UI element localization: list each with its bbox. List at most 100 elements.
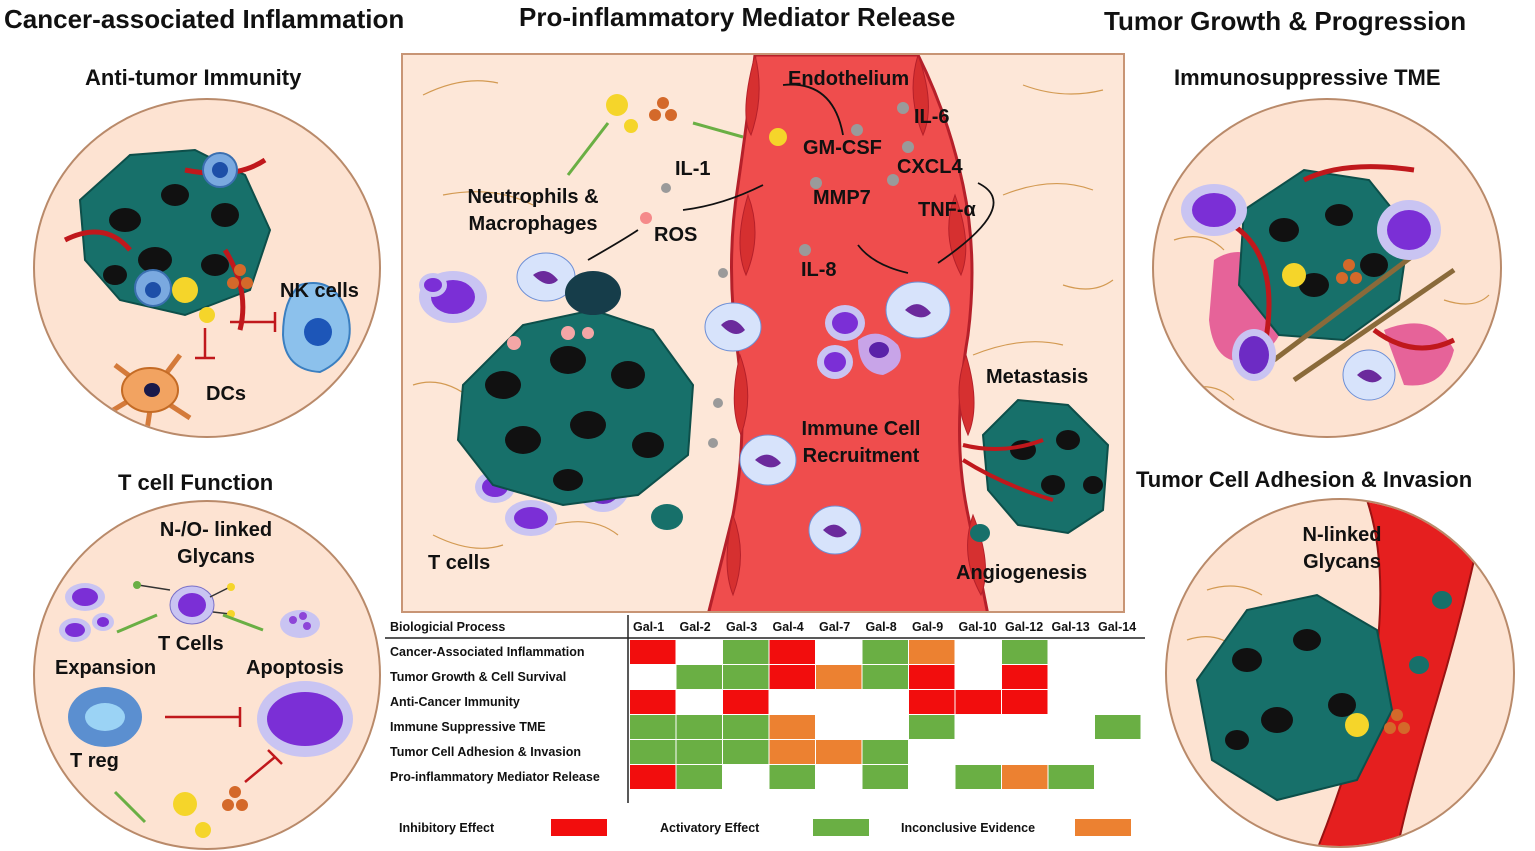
immune-recruitment-label: Immune Cell Recruitment (788, 416, 934, 470)
heatmap-cell (909, 715, 955, 739)
heatmap-cell (769, 715, 815, 739)
mmp7-label: MMP7 (813, 187, 871, 209)
immune-recruitment-line1: Immune Cell (801, 418, 921, 440)
heatmap-cell (723, 740, 769, 764)
row-label: Pro-inflammatory Mediator Release (390, 770, 600, 784)
heatmap-cell (723, 690, 769, 714)
heatmap-cell (769, 765, 815, 789)
heatmap-cell (862, 665, 908, 689)
heatmap-cell (1002, 765, 1048, 789)
heatmap-cell (630, 690, 676, 714)
column-label: Gal-2 (679, 620, 711, 634)
tnfa-label: TNF-α (918, 199, 976, 221)
ros-label: ROS (654, 224, 698, 246)
t-cells-label: T cells (428, 552, 491, 574)
immunosuppressive-title: Immunosuppressive TME (1174, 65, 1441, 90)
heatmap-cell (909, 690, 955, 714)
il1-label: IL-1 (675, 158, 711, 180)
adhesion-glycans-line2: Glycans (1303, 551, 1381, 573)
adhesion-glycans-label: N-linked Glycans (1282, 522, 1402, 576)
title-mediator-release: Pro-inflammatory Mediator Release (519, 2, 956, 32)
galectin-heatmap: Biologicial Process Gal-1 Gal-2 Gal-3 Gal-4… (385, 613, 1145, 851)
cxcl4-label: CXCL4 (897, 156, 963, 178)
row-label: Immune Suppressive TME (390, 720, 546, 734)
heatmap-cell (723, 665, 769, 689)
column-label: Gal-13 (1051, 620, 1090, 634)
heatmap-cell (676, 715, 722, 739)
column-label: Gal-12 (1005, 620, 1044, 634)
heatmap-cell (955, 690, 1001, 714)
heatmap-cell (769, 640, 815, 664)
metastasis-label: Metastasis (986, 366, 1089, 388)
apoptosis-label: Apoptosis (246, 657, 344, 679)
immune-recruitment-line2: Recruitment (802, 445, 920, 467)
heatmap-cell (1002, 640, 1048, 664)
immunosuppressive-circle (1152, 98, 1502, 438)
il6-label: IL-6 (914, 106, 950, 128)
heatmap-cell (1002, 665, 1048, 689)
heatmap-grid (385, 615, 1145, 803)
treg-label: T reg (70, 750, 119, 772)
anti-tumor-illustration (63, 148, 351, 431)
heatmap-cell (816, 740, 862, 764)
heatmap-cell (630, 740, 676, 764)
mediator-illustration (412, 55, 1114, 611)
legend-inhibitory-swatch (551, 819, 607, 836)
tcell-glycans-line2: Glycans (177, 546, 255, 568)
column-label: Gal-1 (633, 620, 665, 634)
heatmap-cell (723, 715, 769, 739)
heatmap-cell (862, 765, 908, 789)
heatmap-cell (723, 640, 769, 664)
heatmap-cell (955, 765, 1001, 789)
title-tumor-growth: Tumor Growth & Progression (1104, 6, 1467, 36)
heatmap-cell (769, 740, 815, 764)
t-cell-function-title: T cell Function (118, 470, 274, 495)
column-label: Gal-9 (912, 620, 944, 634)
tcells-label: T Cells (158, 633, 224, 655)
column-label: Gal-4 (772, 620, 804, 634)
adhesion-glycans-line1: N-linked (1302, 524, 1382, 546)
tcell-glycans-line1: N-/O- linked (159, 519, 273, 541)
legend-inhibitory-label: Inhibitory Effect (399, 821, 495, 835)
expansion-label: Expansion (55, 657, 157, 679)
row-label: Anti-Cancer Immunity (390, 695, 520, 709)
heatmap-cell (630, 765, 676, 789)
legend-inconclusive-swatch (1075, 819, 1131, 836)
heatmap-cell (630, 715, 676, 739)
column-label: Gal-10 (958, 620, 997, 634)
column-label: Gal-3 (726, 620, 758, 634)
heatmap-cell (1048, 765, 1094, 789)
dcs-label: DCs (206, 383, 247, 405)
heatmap-cell (816, 665, 862, 689)
heatmap-cell (862, 740, 908, 764)
mediator-release-panel (401, 53, 1125, 613)
heatmap-cell (1002, 690, 1048, 714)
t-cell-illustration (59, 581, 353, 838)
neutrophils-line1: Neutrophils & (467, 186, 599, 208)
tcell-glycans-label: N-/O- linked Glycans (148, 517, 284, 571)
immunosuppressive-illustration (1173, 164, 1490, 401)
adhesion-illustration (1186, 500, 1489, 846)
table-header: Biologicial Process (390, 620, 506, 634)
heatmap-cell (676, 740, 722, 764)
adhesion-circle (1165, 498, 1515, 848)
column-label: Gal-14 (1098, 620, 1137, 634)
heatmap-cell (676, 665, 722, 689)
legend-activatory-label: Activatory Effect (660, 821, 760, 835)
neutrophils-label: Neutrophils & Macrophages (455, 184, 611, 238)
endothelium-label: Endothelium (788, 68, 910, 90)
t-cell-circle (33, 500, 381, 850)
row-label: Cancer-Associated Inflammation (390, 645, 585, 659)
heatmap-cell (909, 665, 955, 689)
heatmap-cell (676, 765, 722, 789)
heatmap-cell (769, 665, 815, 689)
neutrophils-line2: Macrophages (468, 213, 598, 235)
legend-inconclusive-label: Inconclusive Evidence (901, 821, 1036, 835)
anti-tumor-title: Anti-tumor Immunity (85, 65, 302, 90)
row-label: Tumor Growth & Cell Survival (390, 670, 567, 684)
heatmap-cell (1095, 715, 1141, 739)
title-cancer-inflammation: Cancer-associated Inflammation (4, 4, 405, 34)
nk-cells-label: NK cells (280, 280, 359, 302)
heatmap-cell (862, 640, 908, 664)
legend-activatory-swatch (813, 819, 869, 836)
